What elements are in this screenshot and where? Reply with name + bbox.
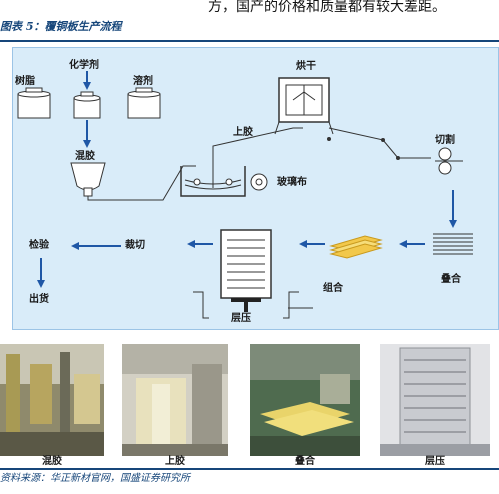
label-glass-cloth: 玻璃布 [277, 177, 307, 188]
prepreg-sheets-icon [329, 235, 383, 259]
label-resin: 树脂 [15, 76, 35, 87]
cloth-path-to-cutter [328, 127, 431, 159]
roller-2 [381, 138, 385, 142]
resin-tank-icon [17, 87, 51, 119]
label-lamination: 层压 [231, 313, 251, 324]
gluing-tank-icon [180, 166, 246, 197]
photo-label-stacking: 叠合 [295, 456, 315, 467]
photo-label-lamination: 层压 [425, 456, 445, 467]
source-note: 资料来源：华正新材官网，国盛证券研究所 [0, 473, 190, 484]
label-shipping: 出货 [29, 294, 49, 305]
solvent-tank-icon [127, 87, 161, 119]
label-gluing: 上胶 [233, 127, 253, 138]
glass-cloth-roll-icon [250, 173, 268, 191]
chemical-tank-icon [73, 91, 101, 119]
cloth-path-up [212, 127, 303, 188]
roller-3 [396, 156, 400, 160]
photo-label-mixing: 混胶 [42, 456, 62, 467]
photo-lamination [380, 344, 490, 456]
photo-gluing [122, 344, 228, 456]
label-trimming: 裁切 [125, 240, 145, 251]
lamination-press-icon [193, 229, 313, 319]
feed-line [87, 165, 196, 201]
figure-caption: 图表 5：覆铜板生产流程 [0, 20, 122, 33]
photo-strip [0, 344, 499, 456]
stacked-sheets-icon [433, 233, 473, 255]
label-stacking: 叠合 [441, 274, 461, 285]
dryer-icon [274, 77, 334, 135]
mixer-funnel-icon [70, 162, 106, 197]
label-chemical: 化学剂 [69, 60, 99, 71]
label-solvent: 溶剂 [133, 76, 153, 87]
flow-graphics [17, 71, 473, 319]
photo-label-gluing: 上胶 [165, 456, 185, 467]
label-cutting: 切割 [435, 135, 455, 146]
photo-mixing [0, 344, 104, 456]
label-mixing: 混胶 [75, 151, 95, 162]
label-drying: 烘干 [296, 61, 316, 72]
photo-stacking [250, 344, 360, 456]
label-combining: 组合 [323, 283, 343, 294]
body-text-fragment: 方，国产的价格和质量都有较大差距。 [208, 0, 446, 14]
roller-1 [327, 137, 331, 141]
label-inspection: 检验 [29, 240, 49, 251]
process-flow-diagram: 树脂 化学剂 溶剂 混胶 烘干 上胶 玻璃布 切割 叠合 组合 层压 裁切 检验… [12, 47, 499, 330]
cutter-icon [435, 147, 463, 175]
source-rule [0, 468, 499, 470]
caption-rule [0, 40, 499, 42]
